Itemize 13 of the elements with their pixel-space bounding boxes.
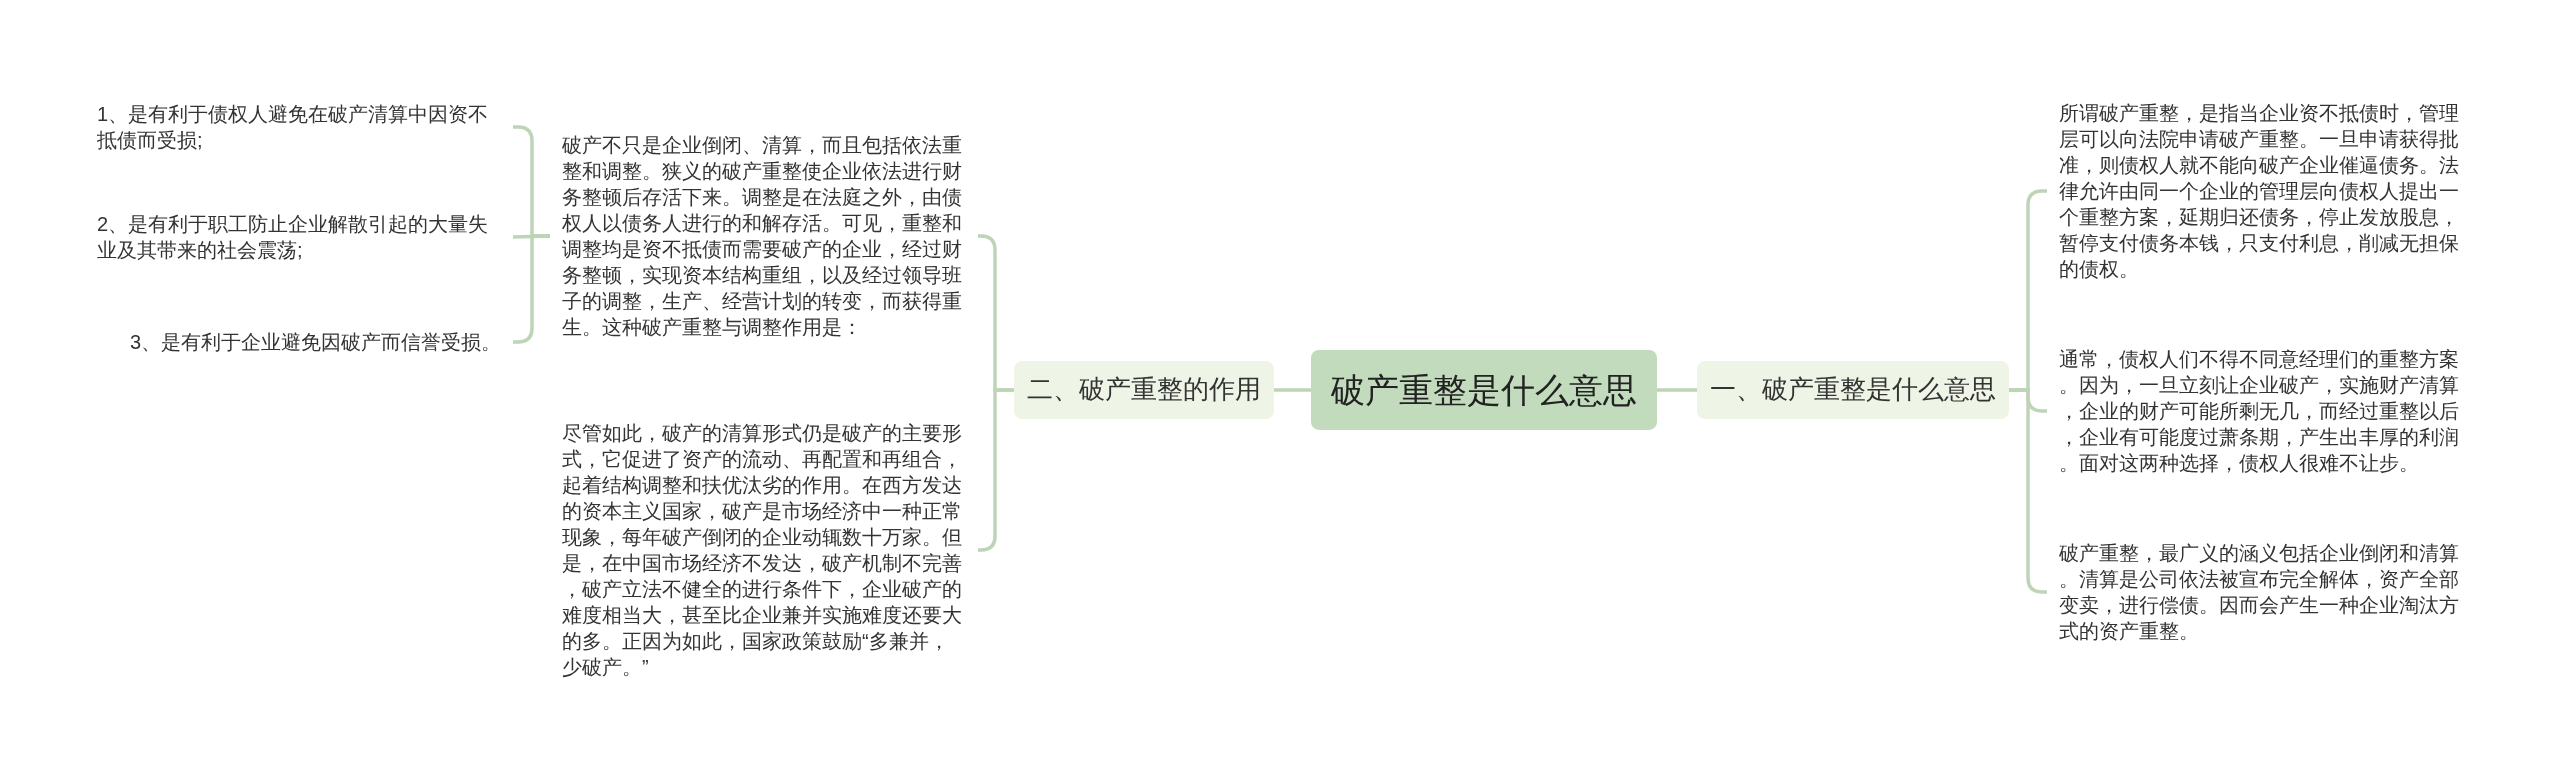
connector-line xyxy=(1274,388,1311,392)
topic-text: 通常，债权人们不得不同意经理们的重整方案。因为，一旦立刻让企业破产，实施财产清算，企业的财产可能所剩无几，而经过重整以后，企业有可能度过萧条期，产生出丰厚的利润。面对这两种选择，债权人很难不让步。 xyxy=(2059,347,2460,476)
topic-text: 2、是有利于职工防止企业解散引起的大量失业及其带来的社会震荡; xyxy=(97,212,490,263)
branch-topic: 二、破产重整的作用 xyxy=(1014,361,1274,419)
topic-text: 破产不只是企业倒闭、清算，而且包括依法重整和调整。狭义的破产重整使企业依法进行财务整顿后存活下来。调整是在法庭之外，由债权人以债务人进行的和解存活。可见，重整和调整均是资不抵债而需要破产的企业，经过财务整顿，实现资本结构重组，以及经过领导班子的调整，生产、经营计划的转变，而获得重生。这种破产重整与调整作用是： xyxy=(562,133,963,340)
topic-text: 破产重整，最广义的涵义包括企业倒闭和清算。清算是公司依法被宣布完全解体，资产全部变卖，进行偿债。因而会产生一种企业淘汰方式的资产重整。 xyxy=(2059,541,2460,644)
topic-text: 1、是有利于债权人避免在破产清算中因资不抵债而受损; xyxy=(97,102,490,153)
central-topic: 破产重整是什么意思 xyxy=(1311,349,1657,431)
topic-text: 3、是有利于企业避免因破产而信誉受损。 xyxy=(129,330,501,355)
topic-text: 所谓破产重整，是指当企业资不抵债时，管理层可以向法院申请破产重整。一旦申请获得批准，则债权人就不能向破产企业催逼债务。法律允许由同一个企业的管理层向债权人提出一个重整方案，延期归还债务，停止发放股息，暂停支付债务本钱，只支付利息，削减无担保的债权。 xyxy=(2059,101,2460,282)
connector-line xyxy=(1657,388,1697,392)
topic-text: 尽管如此，破产的清算形式仍是破产的主要形式，它促进了资产的流动、再配置和再组合，起着结构调整和扶优汰劣的作用。在西方发达的资本主义国家，破产是市场经济中一种正常现象，每年破产倒闭的企业动辄数十万家。但是，在中国市场经济不发达，破产机制不完善，破产立法不健全的进行条件下，企业破产的难度相当大，甚至比企业兼并实施难度还要大的多。正因为如此，国家政策鼓励“多兼并，少破产。” xyxy=(562,421,963,680)
branch-topic: 一、破产重整是什么意思 xyxy=(1697,361,2009,419)
